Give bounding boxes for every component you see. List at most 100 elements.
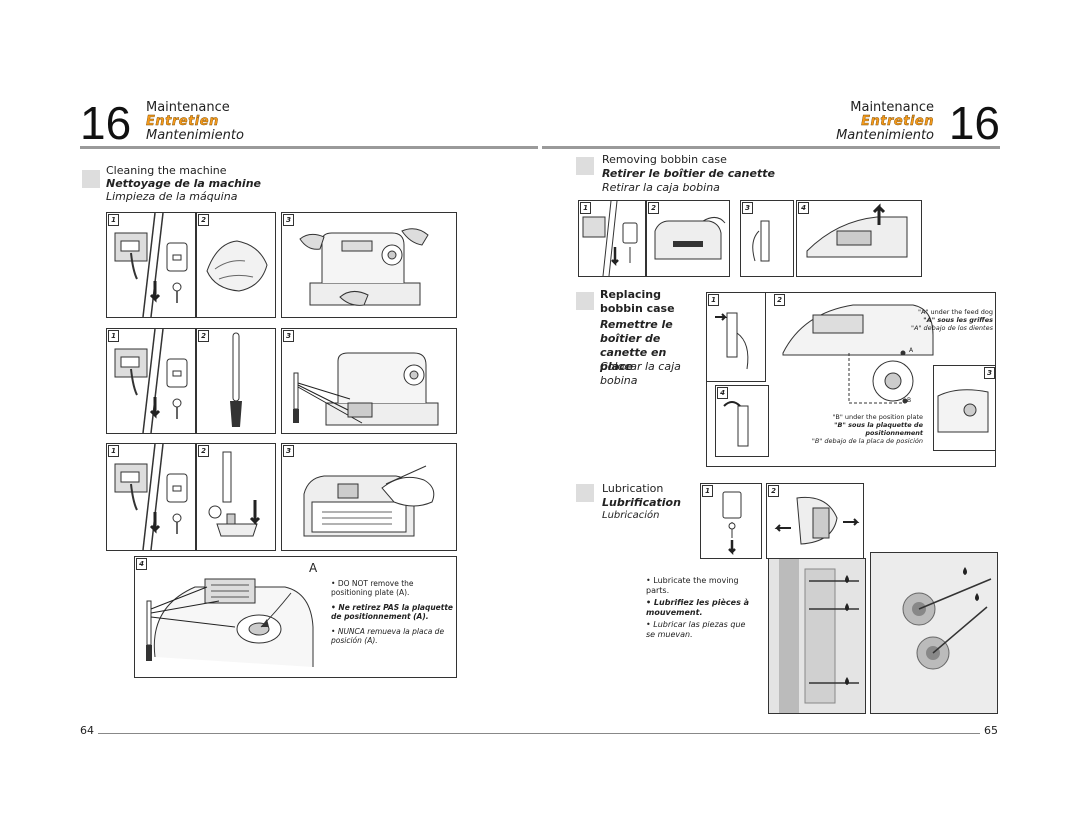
footer-rule: [98, 733, 980, 734]
step-number: 4: [717, 387, 728, 399]
oil-points-closeup-photo: [902, 567, 992, 670]
replacing-section-marker: [576, 292, 594, 310]
unplug-illustration: [114, 444, 188, 550]
lift-bobbin-case-illustration: [806, 203, 908, 258]
step-number: 4: [798, 202, 809, 214]
label-a-es: "A" debajo de los dientes: [911, 324, 993, 332]
step-number: 1: [580, 202, 591, 214]
replacing-title-en: Replacing bobbin case: [600, 288, 675, 315]
bullet-dot: •: [646, 576, 651, 585]
cleaning-title-en: Cleaning the machine: [106, 164, 227, 177]
replacing-step1-box: 1: [707, 293, 766, 382]
lubrication-note-en: • Lubricate the moving parts.: [646, 576, 752, 596]
label-a: "A" under the feed dog "A" sous les grif…: [905, 308, 993, 332]
cleaning-row1-step3-panel: 3: [281, 212, 457, 318]
insert-bobbin-case-illustration: [715, 312, 749, 370]
note-en-text: DO NOT remove the positioning plate (A).: [331, 579, 414, 597]
left-header-title-en: Maintenance: [146, 100, 230, 115]
removing-step2-panel: 2: [646, 200, 730, 277]
unplug-illustration: [722, 491, 742, 556]
cleaning-step4-panel: 4 A • DO NOT remove the positioning plat…: [134, 556, 457, 678]
step-number: 3: [283, 214, 294, 226]
lubrication-photo-left: [768, 558, 866, 714]
lubrication-note-en-text: Lubricate the moving parts.: [646, 576, 739, 595]
label-a-en: "A" under the feed dog: [917, 308, 993, 316]
bullet-dot: •: [331, 627, 336, 636]
step-number: 2: [648, 202, 659, 214]
remove-cover-illustration: [774, 496, 860, 545]
needle-plate-area-illustration: [146, 578, 314, 667]
machine-brush-illustration: [293, 352, 439, 426]
close-plate-illustration: [937, 389, 989, 433]
step-number: 3: [742, 202, 753, 214]
cloth-illustration: [206, 240, 268, 292]
marker-b: B: [907, 397, 912, 404]
left-header-title-fr: Entretien: [146, 114, 219, 129]
note-es-text: NUNCA remueva la placa de posición (A).: [331, 627, 445, 645]
note-fr: • Ne retirez PAS la plaquette de positio…: [331, 603, 455, 621]
removing-section-marker: [576, 157, 594, 175]
removing-title-en: Removing bobbin case: [602, 153, 727, 166]
cleaning-row3-step2-panel: 2: [196, 443, 276, 551]
cleaning-title-es: Limpieza de la máquina: [106, 190, 238, 203]
lubrication-note-fr: • Lubrifiez les pièces à mouvement.: [646, 598, 752, 618]
step-number: 2: [198, 214, 209, 226]
lubrication-step2-panel: 2: [766, 483, 864, 559]
unplug-illustration: [582, 201, 638, 276]
right-header-title-fr: Entretien: [861, 114, 934, 129]
bobbin-case-position-illustration: [782, 304, 934, 404]
bullet-dot: •: [331, 579, 336, 588]
lubrication-step1-panel: 1: [700, 483, 762, 559]
lubrication-section-marker: [576, 484, 594, 502]
left-header-rule: [80, 146, 538, 149]
step-number: 2: [198, 330, 209, 342]
removing-step1-panel: 1: [578, 200, 646, 277]
right-chapter-number: 16: [948, 97, 1000, 149]
lubrication-note-es-text: Lubricar las piezas que se muevan.: [646, 620, 746, 639]
bullet-dot: •: [646, 620, 651, 629]
lubrication-title-fr: Lubrification: [602, 496, 681, 509]
cleaning-row2-step1-panel: 1: [106, 328, 196, 434]
replacing-title-es: Colocar la caja bobina: [600, 360, 681, 387]
right-header-title-es: Mantenimiento: [836, 128, 934, 143]
lubrication-note-fr-text: Lubrifiez les pièces à mouvement.: [646, 598, 750, 617]
lubrication-note-es: • Lubricar las piezas que se muevan.: [646, 620, 752, 640]
note-fr-text: Ne retirez PAS la plaquette de positionn…: [331, 603, 454, 621]
step-number: 1: [702, 485, 713, 497]
step-number: 1: [708, 294, 719, 306]
step-number: 2: [768, 485, 779, 497]
cleaning-section-marker: [82, 170, 100, 188]
step-number: 1: [108, 214, 119, 226]
removing-step3-panel: 3: [740, 200, 794, 277]
remove-plate-illustration: [654, 217, 726, 260]
label-a-fr: "A" sous les griffes: [923, 316, 993, 324]
cleaning-row1-step1-panel: 1: [106, 212, 196, 318]
cleaning-row2-step2-panel: 2: [196, 328, 276, 434]
seat-bobbin-case-illustration: [723, 401, 749, 447]
lubrication-title-es: Lubricación: [602, 510, 660, 521]
cleaning-row1-step2-panel: 2: [196, 212, 276, 318]
bullet-dot: •: [331, 603, 336, 612]
presser-foot-removal-illustration: [208, 451, 261, 537]
bullet-dot: •: [646, 598, 652, 607]
sewing-machine-wipe-illustration: [299, 228, 429, 306]
note-es: • NUNCA remueva la placa de posición (A)…: [331, 627, 455, 645]
step-number: 1: [108, 445, 119, 457]
brush-illustration: [230, 332, 242, 427]
label-b-es: "B" debajo de la placa de posición: [811, 437, 923, 445]
replacing-title-fr: Remettre le boîtier de canette en place: [600, 318, 673, 373]
removing-title-es: Retirar la caja bobina: [602, 181, 720, 194]
right-header-title-en: Maintenance: [850, 100, 934, 115]
screwdriver-illustration: [752, 220, 770, 262]
lubrication-photo-right: [870, 552, 998, 714]
step-number: 3: [283, 330, 294, 342]
needle-plate-removal-illustration: [303, 465, 435, 537]
marker-a: A: [309, 561, 318, 575]
step-number: 1: [108, 330, 119, 342]
cleaning-row3-step3-panel: 3: [281, 443, 457, 551]
left-header-title-es: Mantenimiento: [146, 128, 244, 143]
label-b: "B" under the position plate "B" sous la…: [777, 413, 923, 445]
left-chapter-number: 16: [80, 97, 132, 149]
step-number: 4: [136, 558, 147, 570]
label-b-fr: "B" sous la plaquette de positionnement: [834, 421, 923, 437]
